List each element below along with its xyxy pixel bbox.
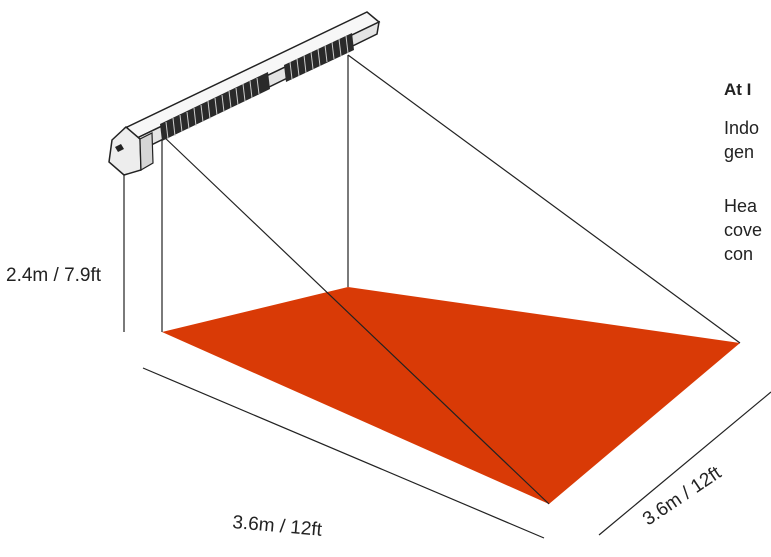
wall-mounted-heater-icon xyxy=(108,11,381,176)
depth-dimension-line xyxy=(598,391,771,536)
dimension-lines xyxy=(123,170,771,539)
paragraph-2-line: cove xyxy=(724,220,763,240)
width-label: 3.6m / 12ft xyxy=(232,512,324,541)
height-label: 2.4m / 7.9ft xyxy=(6,265,102,286)
projection-lines xyxy=(161,54,741,505)
width-dimension-line xyxy=(142,367,545,539)
heat-coverage-area xyxy=(162,287,740,504)
depth-label: 3.6m / 12ft xyxy=(639,462,726,530)
paragraph-2: Hea cove con xyxy=(724,194,771,266)
beam-line-right xyxy=(347,54,741,344)
paragraph-2-line: con xyxy=(724,244,754,264)
paragraph-2-line: Hea xyxy=(724,196,758,216)
paragraph-1-line: Indo xyxy=(724,118,760,138)
paragraph-1: Indo gen xyxy=(724,116,771,164)
section-heading: At I xyxy=(724,80,752,99)
beam-line-left xyxy=(161,134,550,505)
paragraph-1-line: gen xyxy=(724,142,755,162)
